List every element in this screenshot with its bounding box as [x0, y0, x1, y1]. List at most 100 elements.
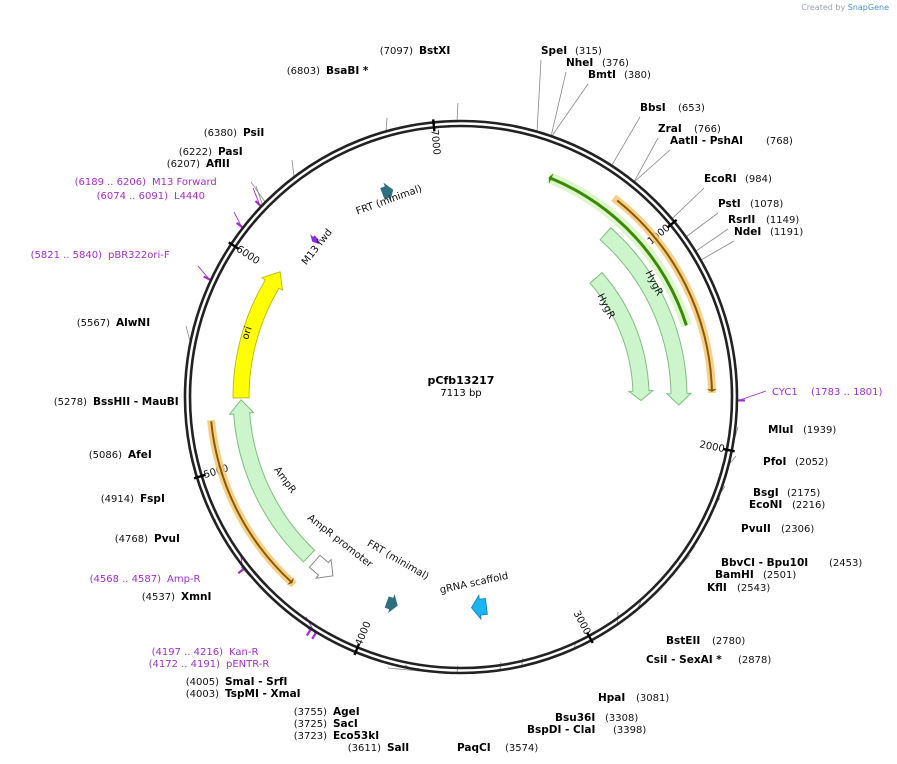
- primer-cyc1: CYC1(1783 .. 1801): [772, 387, 883, 398]
- primer-name: CYC1: [772, 387, 798, 398]
- site-position: (376): [602, 58, 629, 69]
- site-name: CsiI - SexAI *: [646, 654, 722, 666]
- site-hpai: HpaI (3081): [598, 692, 669, 704]
- site-name: BsgI: [753, 487, 779, 499]
- site-position: (766): [694, 124, 721, 135]
- cds-highlight-ampr: [207, 419, 297, 588]
- primer-mark-pentr-r: [311, 632, 317, 640]
- site-alwni: (5567)AlwNI: [77, 317, 150, 329]
- site-ecori: EcoRI(984): [704, 173, 772, 185]
- m13-fwd-label: M13 fwd: [300, 227, 335, 267]
- site-name: PvuI: [154, 533, 180, 545]
- plasmid-length: 7113 bp: [440, 388, 481, 399]
- site-name: Eco53kI: [333, 730, 379, 742]
- site-position: (6207): [167, 159, 200, 170]
- site-name: NheI: [566, 57, 593, 69]
- site-name: BstXI: [419, 45, 450, 57]
- watermark-prefix: Created by: [801, 3, 846, 12]
- primer-name: Kan-R: [229, 647, 258, 658]
- primer-mark-kan-r: [305, 629, 312, 637]
- primer-pentr-r: (4172 .. 4191)pENTR-R: [149, 659, 270, 670]
- site-position: (653): [678, 103, 705, 114]
- site-position: (2052): [795, 457, 828, 468]
- tick-mark-6000: [228, 241, 240, 250]
- backbone-inner-ring: [188, 124, 734, 670]
- primer-name: Amp-R: [167, 574, 201, 585]
- site-bbsi: BbsI(653): [640, 102, 705, 114]
- primer-name: pBR322ori-F: [108, 250, 170, 261]
- site-position: (1191): [770, 227, 803, 238]
- site-fspi: (4914)FspI: [101, 493, 165, 505]
- primer-m13-forward: (6189 .. 6206)M13 Forward: [75, 177, 217, 188]
- leader-aflii: [255, 185, 263, 205]
- tick-label-4000: 4000: [354, 620, 374, 648]
- site-name: XmnI: [181, 591, 211, 603]
- leader-rsrii: [696, 228, 729, 252]
- site-position: (5567): [77, 318, 110, 329]
- primer-name: pENTR-R: [226, 659, 269, 670]
- site-name: BspDI - ClaI: [527, 724, 595, 736]
- primer-leader-cyc1: [738, 390, 767, 401]
- site-name: AatII - PshAI: [670, 135, 743, 147]
- leader-pasi: [250, 181, 266, 202]
- primer-mark-amp-r: [237, 568, 245, 575]
- grna-scaffold-label: gRNA scaffold: [439, 571, 510, 596]
- ori-label: ori: [240, 325, 254, 341]
- site-name: BamHI: [715, 569, 754, 581]
- site-name: PvuII: [741, 523, 771, 535]
- plasmid-backbone: [183, 119, 739, 675]
- site-psii: (6380)PsiI: [204, 127, 265, 139]
- site-name: ZraI: [658, 123, 682, 135]
- hygr-gene-glow: [546, 172, 692, 328]
- site-bsgi: BsgI(2175): [753, 487, 820, 499]
- site-position: (1078): [750, 199, 783, 210]
- watermark: Created by SnapGene: [801, 3, 889, 12]
- site-saci: (3725)SacI: [294, 718, 358, 730]
- hygr-outer-arrow: [599, 227, 693, 406]
- site-name: SacI: [333, 718, 358, 730]
- site-bsabi: (6803)BsaBI *: [287, 65, 369, 77]
- site-labels: SpeI(315)NheI(376)BmtI(380)BbsI(653)ZraI…: [31, 45, 883, 754]
- site-position: (3081): [636, 693, 669, 704]
- frt-bottom-arrow: [384, 594, 398, 614]
- site-aatii-pshai: AatII - PshAI(768): [670, 135, 793, 147]
- site-tspmi-xmai: (4003)TspMI - XmaI: [186, 688, 301, 700]
- site-position: (2453): [829, 558, 862, 569]
- site-name: FspI: [140, 493, 165, 505]
- leader-psti: [686, 212, 719, 237]
- primer-name: L4440: [174, 191, 205, 202]
- site-name: RsrII: [728, 214, 755, 226]
- primer-range: (6074 .. 6091): [97, 191, 169, 202]
- site-name: SalI: [387, 742, 409, 754]
- leader-psii: [291, 159, 295, 177]
- site-zrai: ZraI (766): [658, 123, 721, 135]
- site-rsrii: RsrII(1149): [728, 214, 799, 226]
- site-position: (7097): [380, 46, 413, 57]
- site-position: (2306): [781, 524, 814, 535]
- primer-mark-l4440: [235, 221, 243, 229]
- primer-pbr322ori-f: (5821 .. 5840)pBR322ori-F: [31, 250, 170, 261]
- tick-label-7000: 7000: [428, 129, 441, 155]
- site-name: AgeI: [333, 706, 360, 718]
- site-bamhi: BamHI(2501): [715, 569, 796, 581]
- site-nhei: NheI (376): [566, 57, 629, 69]
- site-position: (2780): [712, 636, 745, 647]
- primer-mark-pbr322ori-f: [203, 275, 211, 281]
- site-position: (3611): [348, 743, 381, 754]
- ampr-promoter-arrow: [308, 554, 334, 579]
- tick-mark-2000: [722, 447, 735, 453]
- site-name: SmaI - SrfI: [225, 676, 287, 688]
- tick-label-6000: 6000: [234, 244, 261, 267]
- primer-amp-r: (4568 .. 4587)Amp-R: [90, 574, 201, 585]
- site-position: (6380): [204, 128, 237, 139]
- site-mlui: MluI(1939): [768, 424, 836, 436]
- site-pvui: (4768)PvuI: [115, 533, 180, 545]
- site-position: (1939): [803, 425, 836, 436]
- site-name: HpaI: [598, 692, 625, 704]
- tick-mark-4000: [353, 643, 361, 656]
- site-position: (2878): [738, 655, 771, 666]
- site-afei: (5086)AfeI: [89, 449, 152, 461]
- site-bbvci-bpu10i: BbvCI - Bpu10I(2453): [721, 557, 862, 569]
- site-name: EcoRI: [704, 173, 737, 185]
